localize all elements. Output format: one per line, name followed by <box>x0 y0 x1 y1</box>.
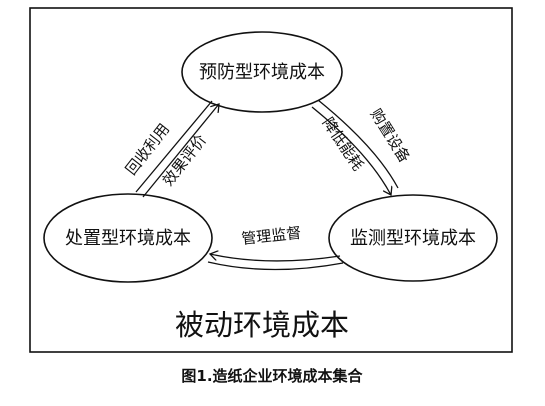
node-left-ellipse <box>43 193 213 283</box>
node-top-ellipse <box>181 31 343 113</box>
node-right-ellipse <box>328 194 498 282</box>
edge-right-left-line-2 <box>207 261 344 271</box>
diagram-footer-title: 被动环境成本 <box>175 308 349 342</box>
node-right-label: 监测型环境成本 <box>350 228 476 249</box>
edge-top-right-line-1 <box>317 99 399 189</box>
edge-label-management: 管理监督 <box>241 224 303 248</box>
edge-label-purchase-equipment: 购置设备 <box>367 106 414 166</box>
edge-right-left-line-1 <box>210 254 341 262</box>
node-left-label: 处置型环境成本 <box>65 228 191 249</box>
edge-label-evaluation: 效果评价 <box>159 131 210 189</box>
edge-label-reduce-energy: 降低能耗 <box>319 114 367 174</box>
edge-left-top-line-2 <box>142 104 219 198</box>
edge-top-right-line-2 <box>311 106 391 195</box>
figure-caption: 图1.造纸企业环境成本集合 <box>181 367 363 385</box>
node-top-label: 预防型环境成本 <box>199 62 325 83</box>
edge-left-top-line-1 <box>135 100 213 193</box>
outer-frame <box>29 7 513 353</box>
